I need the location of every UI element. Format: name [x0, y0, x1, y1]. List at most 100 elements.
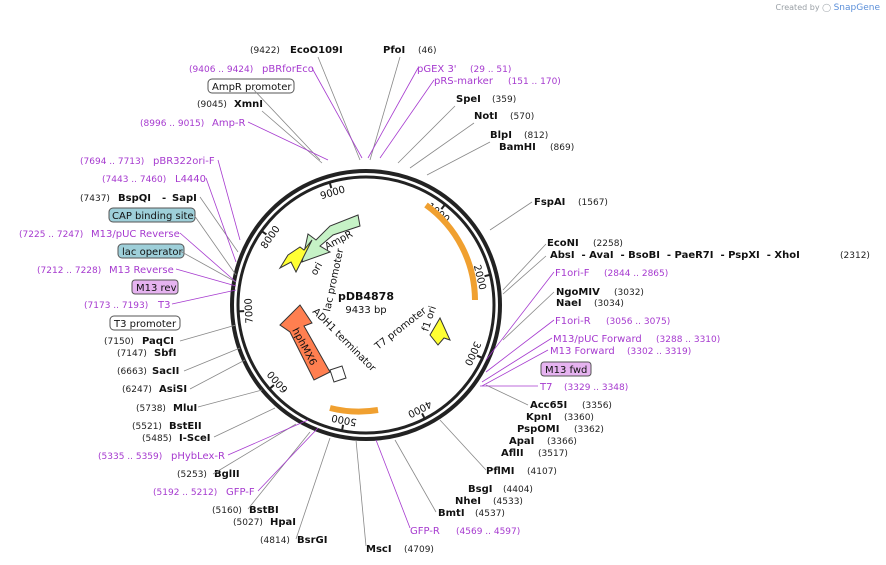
- site-kpni[interactable]: KpnI: [526, 412, 552, 423]
- connector: [426, 141, 491, 176]
- box-m13-fwd-label: M13 fwd: [545, 365, 587, 376]
- site-pflmi[interactable]: PflMI: [486, 466, 514, 477]
- primer-connector: [217, 159, 241, 241]
- site-bsteii[interactable]: BstEII: [169, 421, 202, 432]
- site-bspqi[interactable]: BspQI: [118, 193, 151, 204]
- f1-ori-arrow: [429, 316, 451, 346]
- site-sacii[interactable]: SacII: [152, 366, 179, 377]
- feature-ampr[interactable]: AmpR: [301, 214, 361, 263]
- box-t3-promoter[interactable]: [109, 315, 181, 331]
- primer-f1ori-r[interactable]: F1ori-R: [555, 316, 591, 327]
- adh1-arrow: [329, 365, 347, 383]
- site-ecoo109i[interactable]: EcoO109I: [290, 45, 343, 56]
- primer-m13-puc-reverse[interactable]: M13/pUC Reverse: [91, 229, 180, 240]
- site-pos: (6247): [122, 385, 152, 395]
- site-naei[interactable]: NaeI: [556, 298, 582, 309]
- primer-t3[interactable]: T3: [157, 300, 170, 311]
- primer-pos: (7173 .. 7193): [84, 301, 148, 311]
- site-hpai[interactable]: HpaI: [270, 517, 296, 528]
- site-sapi[interactable]: -: [162, 193, 166, 204]
- site-bsgi[interactable]: BsgI: [468, 484, 492, 495]
- site-econi[interactable]: EcoNI: [547, 238, 579, 249]
- site-pos: (3034): [594, 299, 624, 309]
- box-m13-fwd[interactable]: [540, 361, 592, 377]
- plasmid-size: 9433 bp: [345, 305, 386, 316]
- connector: [261, 110, 323, 164]
- site-pos: (5027): [233, 518, 263, 528]
- site-nhei[interactable]: NheI: [455, 496, 481, 507]
- site-xmni[interactable]: XmnI: [234, 99, 263, 110]
- primer-prs-marker[interactable]: pRS-marker: [434, 76, 494, 87]
- connector: [502, 291, 555, 341]
- site-apai[interactable]: ApaI: [509, 436, 534, 447]
- primer-pos: (7225 .. 7247): [19, 230, 83, 240]
- primer-connector: [485, 271, 555, 361]
- site-pspomi[interactable]: PspOMI: [517, 424, 559, 435]
- site-bmti[interactable]: BmtI: [438, 508, 465, 519]
- site-bamhi[interactable]: BamHI: [499, 142, 536, 153]
- primer-connector: [247, 121, 329, 161]
- site-bglii[interactable]: BglII: [214, 469, 240, 480]
- site-sbfi[interactable]: SbfI: [154, 348, 176, 359]
- primer-phyblex-r[interactable]: pHybLex-R: [171, 451, 225, 462]
- box-m13-rev[interactable]: [131, 279, 179, 295]
- connector: [502, 255, 547, 295]
- site-pos: (9422): [250, 46, 280, 56]
- primer-f1ori-f[interactable]: F1ori-F: [555, 268, 590, 279]
- primer-pbr322ori-f[interactable]: pBR322ori-F: [153, 156, 215, 167]
- primer-amp-r[interactable]: Amp-R: [212, 118, 246, 129]
- connector: [193, 214, 237, 276]
- site-noti[interactable]: NotI: [474, 111, 498, 122]
- site-acc65i[interactable]: Acc65I: [530, 400, 567, 411]
- box-lac-operator[interactable]: [117, 243, 185, 259]
- primer-m13-reverse[interactable]: M13 Reverse: [109, 265, 174, 276]
- site-mlui[interactable]: MluI: [173, 403, 197, 414]
- site-absi-group[interactable]: AbsI - AvaI - BsoBI - PaeR7I - PspXI - X…: [550, 250, 800, 261]
- primer-t7[interactable]: T7: [539, 382, 552, 393]
- primer-m13-forward[interactable]: M13 Forward: [550, 346, 615, 357]
- primer-connector: [227, 419, 309, 456]
- site-pos: (3360): [564, 413, 594, 423]
- site-i-scei[interactable]: I-SceI: [179, 433, 211, 444]
- backbone-outer: [230, 169, 502, 441]
- site-pos: (9045): [197, 100, 227, 110]
- primer-connector: [375, 439, 411, 529]
- connector: [439, 419, 487, 471]
- backbone-inner: [236, 175, 496, 435]
- site-fspai[interactable]: FspAI: [534, 197, 565, 208]
- box-cap-binding-site[interactable]: [108, 207, 196, 223]
- site-aflii[interactable]: AflII: [501, 448, 524, 459]
- site-asisi[interactable]: AsiSI: [159, 384, 187, 395]
- primer-gfp-r[interactable]: GFP-R: [410, 526, 440, 537]
- primer-pos: (2844 .. 2865): [604, 269, 668, 279]
- site-msci[interactable]: MscI: [366, 544, 392, 555]
- primer-gfp-f[interactable]: GFP-F: [226, 487, 255, 498]
- connector: [369, 56, 401, 161]
- site-bstbi[interactable]: BstBI: [249, 505, 279, 516]
- credit-brand: SnapGene: [833, 3, 880, 13]
- site-blpi[interactable]: BlpI: [490, 130, 512, 141]
- connector: [179, 324, 237, 342]
- site-sapi-name[interactable]: SapI: [172, 193, 197, 204]
- site-paqci[interactable]: PaqCI: [142, 336, 174, 347]
- primer-pbrforeco[interactable]: pBRforEco: [262, 64, 314, 75]
- right-sites: PfoI (46) SpeI (359) NotI (570) BlpI (81…: [383, 45, 870, 519]
- site-spei[interactable]: SpeI: [456, 94, 481, 105]
- site-ngomiv[interactable]: NgoMIV: [556, 287, 600, 298]
- site-bsrgi[interactable]: BsrGI: [297, 535, 327, 546]
- connector: [394, 439, 437, 513]
- primer-m13-puc-forward[interactable]: M13/pUC Forward: [553, 334, 642, 345]
- primer-pgex3[interactable]: pGEX 3': [417, 64, 457, 75]
- site-pos: (812): [524, 131, 548, 141]
- connector: [179, 250, 237, 283]
- left-sites: (9422) EcoO109I (9045) XmnI (7437) BspQI…: [80, 45, 434, 555]
- site-pos: (4709): [404, 545, 434, 555]
- box-ampr-promoter[interactable]: [207, 78, 295, 94]
- connector: [253, 89, 321, 161]
- primer-connector: [205, 177, 237, 263]
- tick-mark: [260, 230, 268, 236]
- site-pfoi[interactable]: PfoI: [383, 45, 405, 56]
- site-pos: (4533): [493, 497, 523, 507]
- primer-l4440[interactable]: L4440: [175, 174, 206, 185]
